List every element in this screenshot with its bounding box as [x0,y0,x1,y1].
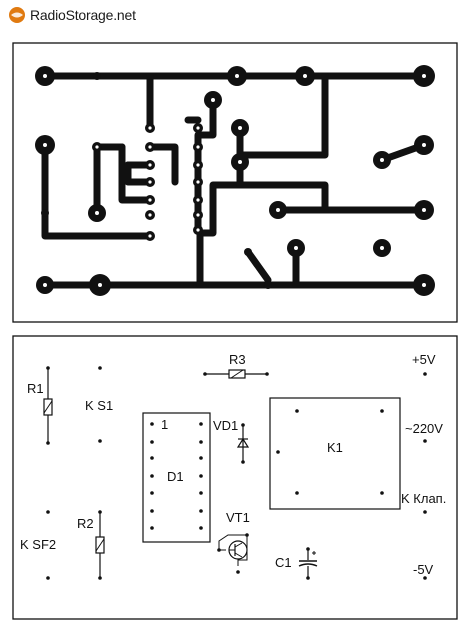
radiostorage-logo: RadioStorage.net [8,4,136,26]
label-d1: D1 [167,469,184,484]
chip-d1 [142,412,211,543]
label-ksf2: K SF2 [20,537,56,552]
relay-k1 [269,397,401,510]
resistor-r1 [43,366,53,445]
copper-pads [35,65,435,296]
transistor-vt1 [217,533,249,574]
label-d1-pin1: 1 [161,417,168,432]
diode-vd1 [236,423,250,464]
pcb-outline-top [12,42,458,323]
resistor-r2 [95,510,105,580]
component-side: R1 K S1 R3 1 D1 VD1 K1 +5V ~220V K Клап.… [12,335,458,620]
label-plus5v: +5V [412,352,436,367]
logo-suffix: .net [113,7,136,23]
label-c1: C1 [275,555,292,570]
label-ks1: K S1 [85,398,113,413]
pcb-trace-side [12,42,458,323]
label-r1: R1 [27,381,44,396]
label-r3: R3 [229,352,246,367]
logo-text: RadioStorage.net [30,7,136,23]
drill-holes [43,74,426,287]
copper-traces [41,72,428,289]
label-220v: ~220V [405,421,443,436]
globe-icon [9,7,25,23]
label-vt1: VT1 [226,510,250,525]
logo-name: RadioStorage [30,7,114,23]
label-r2: R2 [77,516,94,531]
label-vd1: VD1 [213,418,238,433]
pcb-outline-bottom [12,335,458,620]
label-minus5v: -5V [413,562,434,577]
label-kklap: K Клап. [401,491,446,506]
component-pads [46,366,427,580]
label-k1: K1 [327,440,343,455]
resistor-r3 [203,369,269,379]
capacitor-c1 [298,547,318,580]
